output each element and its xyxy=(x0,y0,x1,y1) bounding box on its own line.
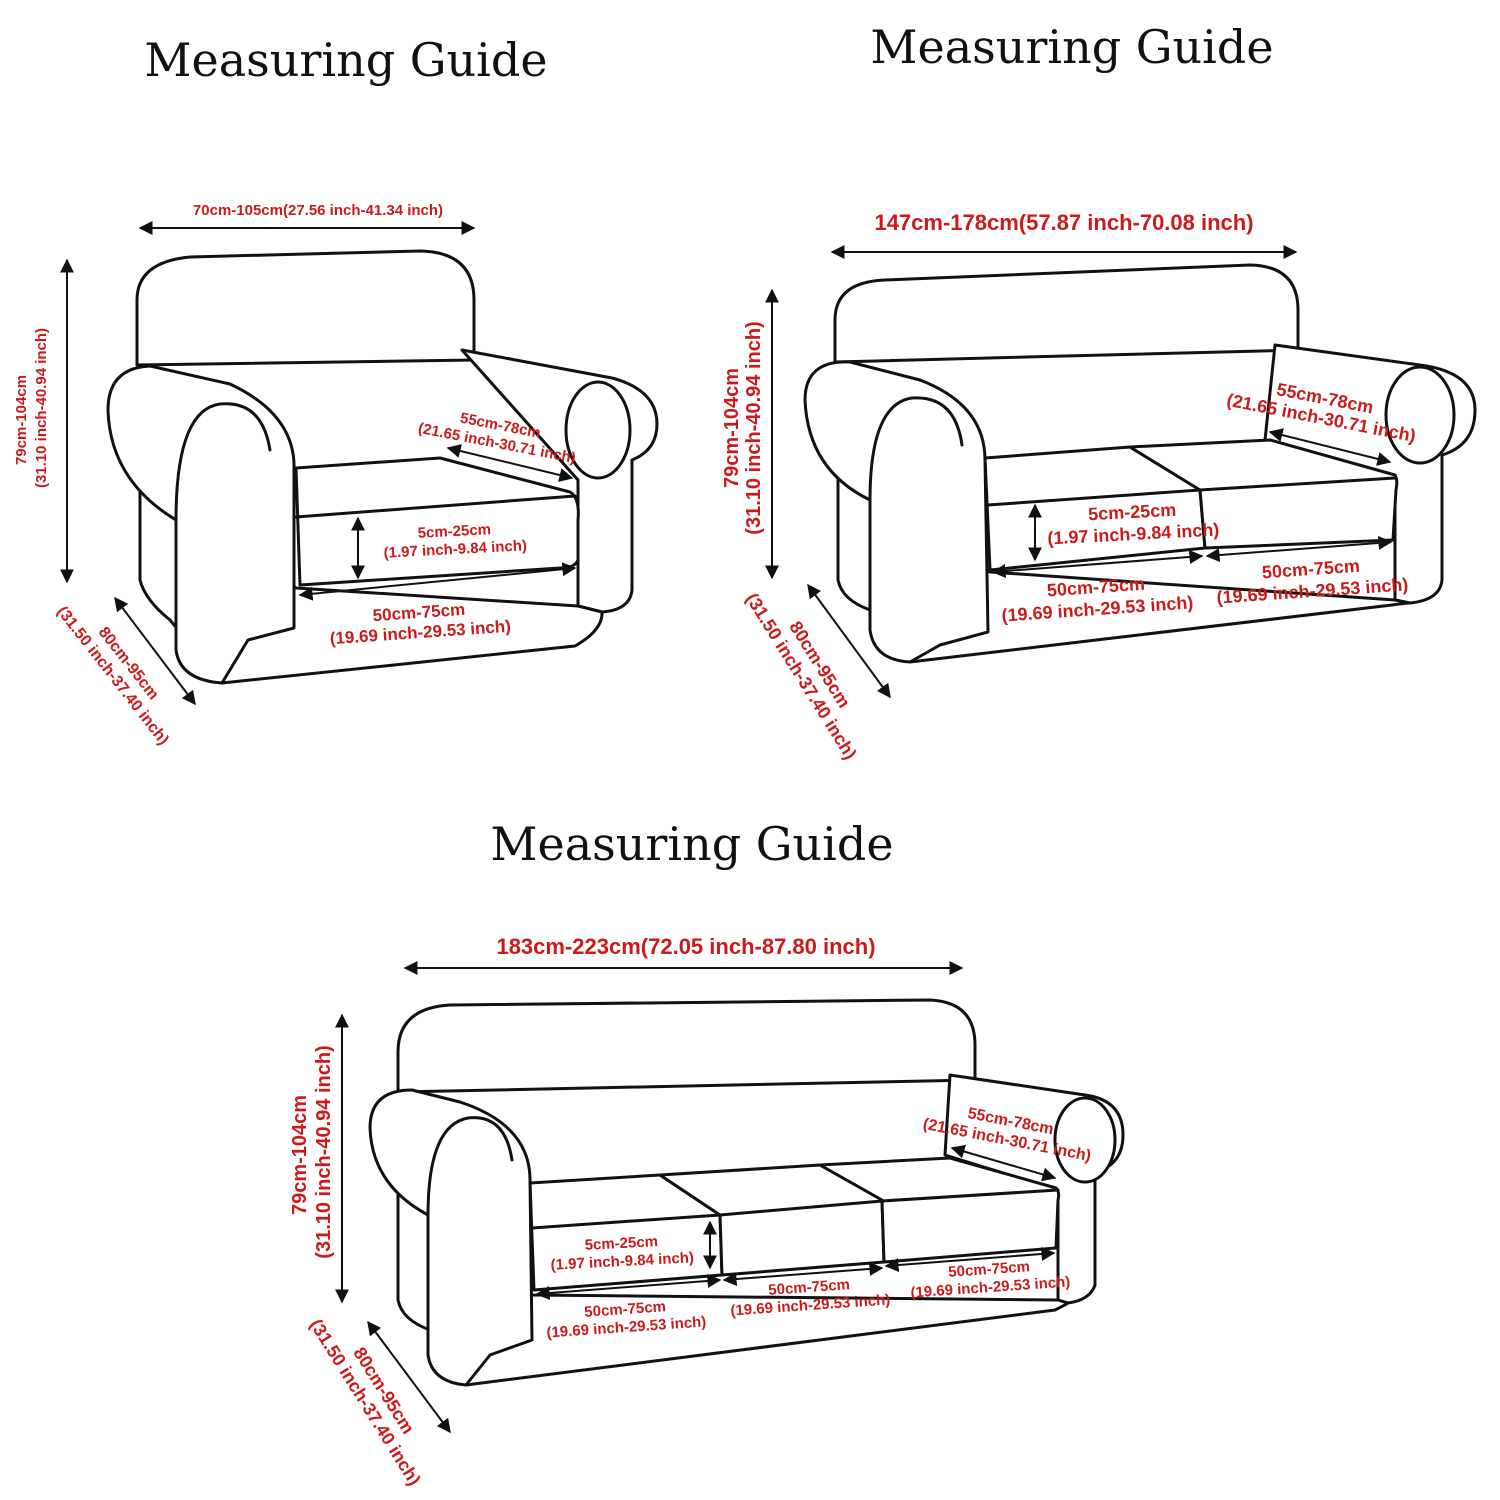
armchair-drawing xyxy=(106,249,659,685)
armchair-left-arm xyxy=(106,364,296,685)
loveseat-guide: Measuring Guide 147cm-178cm(57.87 inch-7… xyxy=(721,20,1477,763)
sofa-seat1-arrow xyxy=(535,1273,722,1301)
loveseat-height-cm-label: 79cm-104cm xyxy=(721,368,743,488)
loveseat-width-label: 147cm-178cm(57.87 inch-70.08 inch) xyxy=(874,210,1253,235)
sofa-drawing xyxy=(368,998,1125,1387)
armchair-arm-arrow xyxy=(446,444,574,482)
sofa-right-arm-scroll xyxy=(1053,1096,1117,1184)
loveseat-depth-arrow xyxy=(807,583,891,699)
sofa-seat3-arrow xyxy=(884,1246,1056,1273)
loveseat-height-in-label: (31.10 inch-40.94 inch) xyxy=(743,321,765,534)
sofa-cushion-edge-right xyxy=(880,1188,1060,1203)
loveseat-cushion-edge-right xyxy=(1198,476,1397,492)
sofa-depth-arrow xyxy=(367,1320,451,1434)
sofa-back xyxy=(396,998,977,1094)
loveseat-drawing xyxy=(803,263,1477,664)
sofa-left-arm xyxy=(368,1088,534,1387)
sofa-depth-in-label: (31.50 inch-37.40 inch) xyxy=(306,1315,425,1488)
armchair-height-in-label: (31.10 inch-40.94 inch) xyxy=(33,328,50,488)
sofa-cushion-cm-label: 5cm-25cm xyxy=(584,1233,658,1254)
armchair-title: Measuring Guide xyxy=(144,33,547,87)
loveseat-back xyxy=(833,263,1300,364)
loveseat-cushion-cm-label: 5cm-25cm xyxy=(1088,500,1177,525)
sofa-cushion-edge-left xyxy=(530,1213,722,1230)
sofa-title: Measuring Guide xyxy=(490,817,893,871)
loveseat-title: Measuring Guide xyxy=(870,20,1273,74)
sofa-seat1-cm-label: 50cm-75cm xyxy=(584,1298,667,1321)
loveseat-arm-arrow xyxy=(1268,428,1392,466)
loveseat-right-arm-scroll xyxy=(1384,365,1456,465)
sofa-height-in-label: (31.10 inch-40.94 inch) xyxy=(313,1045,335,1258)
sofa-guide: Measuring Guide 183cm-223cm(72.05 inch-8… xyxy=(289,817,1125,1489)
loveseat-cushion-edge-left xyxy=(986,488,1202,507)
armchair-depth-in-label: (31.50 inch-37.40 inch) xyxy=(53,603,172,748)
sofa-width-label: 183cm-223cm(72.05 inch-87.80 inch) xyxy=(496,934,875,959)
armchair-cushion-edge xyxy=(294,494,577,519)
armchair-height-cm-label: 79cm-104cm xyxy=(13,375,30,465)
armchair-depth-arrow xyxy=(114,596,196,706)
sofa-seat2-cm-label: 50cm-75cm xyxy=(768,1276,851,1299)
sofa-seat2-arrow xyxy=(722,1261,884,1287)
armchair-seat-width-arrow xyxy=(298,562,577,601)
armchair-cushion-cm-label: 5cm-25cm xyxy=(417,521,491,542)
sofa-seat3-cm-label: 50cm-75cm xyxy=(948,1258,1031,1281)
sofa-left-arm-scroll xyxy=(426,1116,514,1217)
loveseat-left-arm xyxy=(803,360,990,664)
sofa-base xyxy=(396,1178,1070,1387)
loveseat-seat1-arrow xyxy=(991,549,1204,579)
armchair-width-label: 70cm-105cm(27.56 inch-41.34 inch) xyxy=(193,202,443,219)
armchair-right-arm-scroll xyxy=(564,380,632,480)
armchair-guide: Measuring Guide 70cm-105cm(27.56 inch-41… xyxy=(13,33,659,748)
sofa-arm-arrow xyxy=(950,1144,1057,1182)
sofa-height-cm-label: 79cm-104cm xyxy=(289,1095,311,1215)
loveseat-left-arm-scroll xyxy=(868,396,964,502)
loveseat-seat2-arrow xyxy=(1205,535,1393,563)
armchair-seat-cushion xyxy=(294,456,580,587)
armchair-left-arm-scroll xyxy=(174,402,272,522)
loveseat-depth-in-label: (31.50 inch-37.40 inch) xyxy=(742,589,861,762)
armchair-back xyxy=(135,249,476,367)
sofa-cushion-edge-middle xyxy=(718,1199,884,1217)
